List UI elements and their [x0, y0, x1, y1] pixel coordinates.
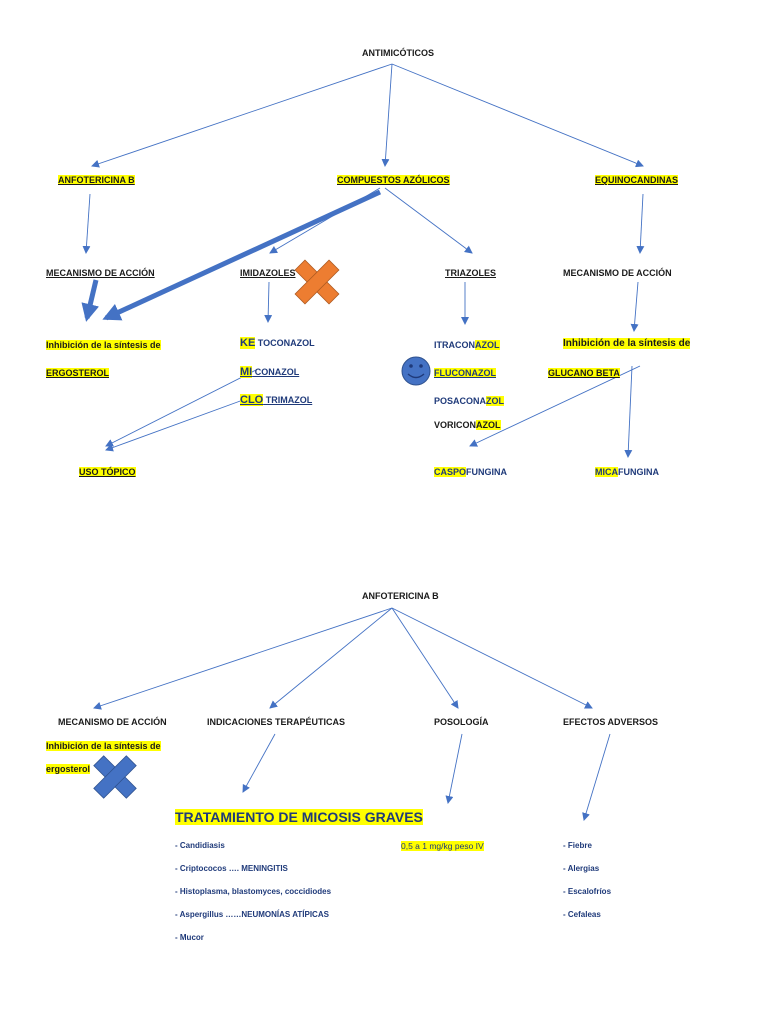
node-triazoles: TRIAZOLES — [445, 268, 496, 278]
inhibicion-ergosterol2-line1: Inhibición de la síntesis de — [46, 741, 161, 751]
inhibicion-ergosterol-line2: ERGOSTEROL — [46, 368, 110, 378]
node-anfotericina-b: ANFOTERICINA B — [58, 175, 135, 185]
indicacion-item: - Aspergillus ……NEUMONÍAS ATÍPICAS — [175, 910, 329, 919]
drug-posaconazol: POSACONAZOL — [434, 396, 505, 406]
tratamiento-micosis-graves: TRATAMIENTO DE MICOSIS GRAVES — [175, 809, 423, 825]
efecto-item: - Fiebre — [563, 841, 592, 850]
drug-miconazol: MI CONAZOL — [240, 366, 300, 378]
inhibicion-ergosterol-line1: Inhibición de la síntesis de — [46, 340, 161, 350]
node-mecanismo-accion-right: MECANISMO DE ACCIÓN — [563, 268, 672, 278]
node-uso-topico: USO TÓPICO — [79, 467, 136, 477]
clo-prefix: CLO — [240, 394, 264, 406]
drug-caspofungina: CASPOFUNGINA — [434, 467, 508, 477]
blue-x-icon — [93, 755, 137, 799]
drug-ketoconazol: KE TOCONAZOL — [240, 337, 315, 349]
node-compuestos-azolicos: COMPUESTOS AZÓLICOS — [337, 175, 450, 185]
dosis-text: 0,5 a 1 mg/kg peso IV — [401, 841, 484, 851]
efecto-item: - Alergias — [563, 864, 600, 873]
node-mecanismo-accion-left: MECANISMO DE ACCIÓN — [46, 268, 155, 278]
efecto-item: - Escalofríos — [563, 887, 612, 896]
inhibicion-glucano-line2: GLUCANO BETA — [548, 368, 620, 378]
node-efectos-adversos: EFECTOS ADVERSOS — [563, 717, 659, 727]
mi-prefix: MI — [240, 366, 253, 378]
map1-bold-arrows — [81, 189, 382, 322]
node-mecanismo-accion: MECANISMO DE ACCIÓN — [58, 717, 167, 727]
root-node-antimicoticos: ANTIMICÓTICOS — [362, 48, 434, 58]
drug-fluconazol: FLUCONAZOL — [434, 368, 496, 378]
drug-itraconazol: ITRACONAZOL — [434, 340, 500, 350]
inhibicion-glucano-line1: Inhibición de la síntesis de — [563, 338, 691, 349]
node-equinocandinas: EQUINOCANDINAS — [595, 175, 679, 185]
map2-connectors — [93, 607, 611, 821]
node-imidazoles: IMIDAZOLES — [240, 268, 296, 278]
root-node-anfotericina-b: ANFOTERICINA B — [362, 591, 439, 601]
drug-voriconazol: VORICONAZOL — [434, 420, 501, 430]
drug-clotrimazol: CLO TRIMAZOL — [240, 394, 313, 406]
node-indicaciones-terapeuticas: INDICACIONES TERAPÉUTICAS — [207, 717, 346, 727]
map1-connectors — [82, 63, 645, 458]
indicacion-item: - Mucor — [175, 933, 204, 942]
indicacion-item: - Histoplasma, blastomyces, coccidiodes — [175, 887, 332, 896]
indicacion-item: - Criptococos …. MENINGITIS — [175, 864, 288, 873]
drug-micafungina: MICAFUNGINA — [595, 467, 659, 477]
efecto-item: - Cefaleas — [563, 910, 601, 919]
orange-x-icon — [294, 259, 340, 305]
ke-prefix: KE — [240, 337, 256, 349]
inhibicion-ergosterol2-line2: ergosterol — [46, 764, 91, 774]
indicacion-item: - Candidiasis — [175, 841, 225, 850]
node-posologia: POSOLOGÍA — [434, 717, 489, 727]
smiley-icon — [401, 356, 431, 386]
